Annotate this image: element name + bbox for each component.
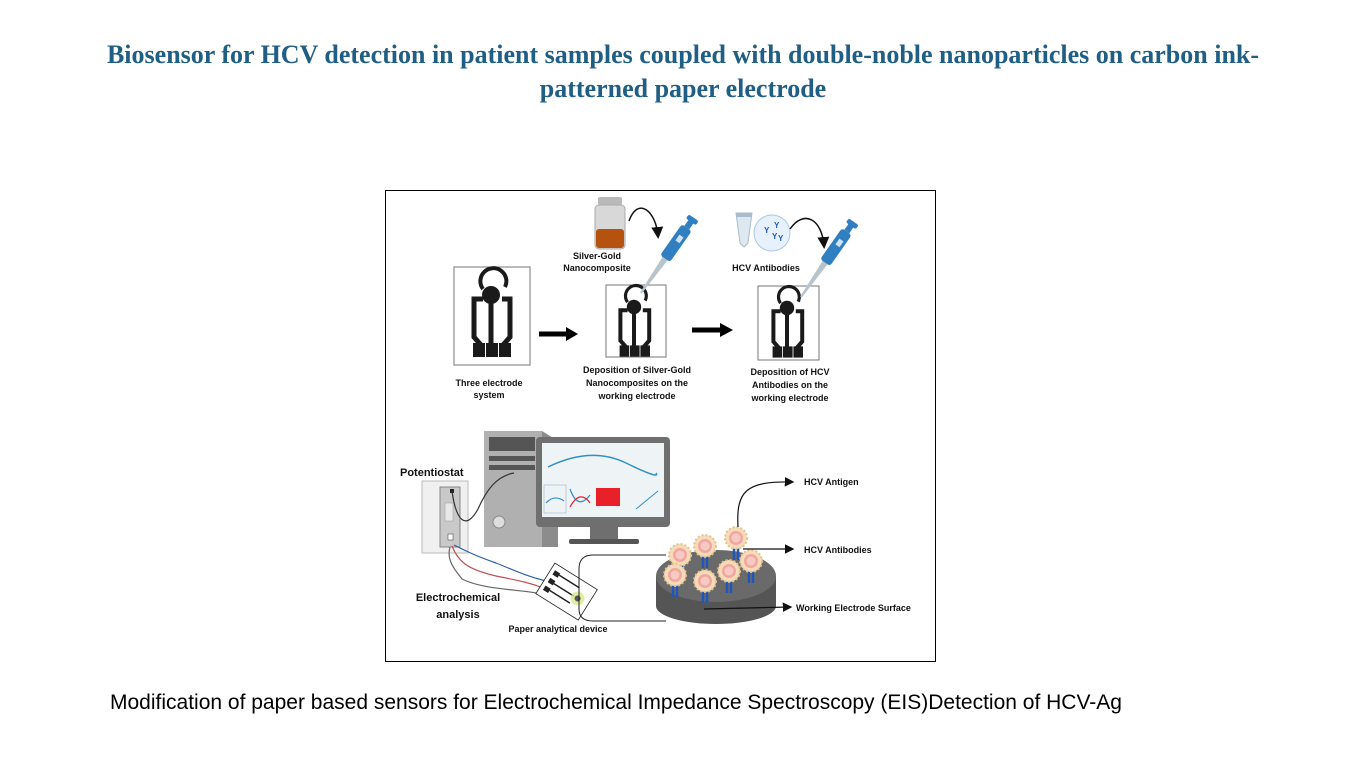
schematic-figure: Three electrode system Silver-Gold Nanoc…: [385, 190, 936, 662]
pipette-icon: [636, 214, 699, 297]
device-label: Paper analytical device: [508, 624, 607, 634]
electrode-surface-illustration: HCV Antigen HCV Antibodies Working Elect…: [656, 477, 911, 624]
transfer-arrow-icon: [789, 217, 830, 249]
step-3-label-line-3: working electrode: [750, 393, 828, 403]
svg-text:Y: Y: [774, 221, 780, 230]
computer-setup: Potentiostat Electrochemical analysis Pa…: [400, 431, 670, 634]
transfer-arrow-icon: [628, 207, 664, 239]
signal-plot: [596, 488, 620, 506]
vial-icon: [594, 197, 626, 250]
cable-blue-icon: [453, 544, 547, 582]
antibody-bubble-icon: [753, 214, 791, 252]
svg-text:Y: Y: [772, 232, 778, 241]
antibody-deposition-step: Y Y Y Y HCV Antibodies Deposition of HCV…: [732, 212, 859, 403]
reagent-1-label-line-1: Silver-Gold: [573, 251, 621, 261]
step-1-label-line-2: system: [473, 390, 504, 400]
antigen-label: HCV Antigen: [804, 477, 859, 487]
antibodies-label: HCV Antibodies: [804, 545, 872, 555]
page-title-line-1: Biosensor for HCV detection in patient s…: [106, 40, 1260, 69]
svg-text:Y: Y: [764, 226, 770, 235]
step-2-label-line-1: Deposition of Silver-Gold: [583, 365, 691, 375]
step-3-label-line-2: Antibodies on the: [752, 380, 828, 390]
pipette-icon: [796, 218, 859, 301]
reagent-1-label-line-2: Nanocomposite: [563, 263, 631, 273]
connector-line: [578, 554, 666, 596]
paper-device-icon: [535, 562, 598, 621]
step-2-label-line-2: Nanocomposites on the: [586, 378, 688, 388]
schematic-svg: Three electrode system Silver-Gold Nanoc…: [400, 197, 911, 634]
arrow-head-icon: [720, 323, 733, 337]
step-1-label-line-1: Three electrode: [455, 378, 522, 388]
analysis-label-line-2: analysis: [436, 609, 479, 621]
cable-icon: [451, 472, 515, 522]
step-3-label-line-1: Deposition of HCV: [751, 367, 830, 377]
potentiostat-icon: [421, 480, 469, 554]
page-title-line-2: patterned paper electrode: [539, 74, 827, 103]
monitor-icon: [536, 437, 670, 544]
figure-caption: Modification of paper based sensors for …: [110, 691, 1122, 714]
potentiostat-label: Potentiostat: [400, 467, 464, 479]
cable-grey-icon: [448, 546, 547, 596]
three-electrode-system: Three electrode system: [453, 267, 531, 400]
surface-label: Working Electrode Surface: [796, 603, 911, 613]
svg-text:Y: Y: [778, 234, 784, 243]
surface-pointer-arrow: [703, 602, 793, 612]
antigen-pointer-arrow: [737, 477, 795, 528]
cable-red-icon: [451, 545, 547, 590]
connector-line: [578, 596, 666, 622]
step-2-label-line-3: working electrode: [597, 391, 675, 401]
silver-gold-deposition-step: Silver-Gold Nanocomposite Deposition of …: [563, 197, 699, 401]
arrow-head-icon: [566, 327, 578, 341]
analysis-label-line-1: Electrochemical: [416, 592, 500, 604]
tube-icon: [735, 212, 753, 248]
reagent-2-label: HCV Antibodies: [732, 263, 800, 273]
page-title: Biosensor for HCV detection in patient s…: [0, 38, 1366, 106]
